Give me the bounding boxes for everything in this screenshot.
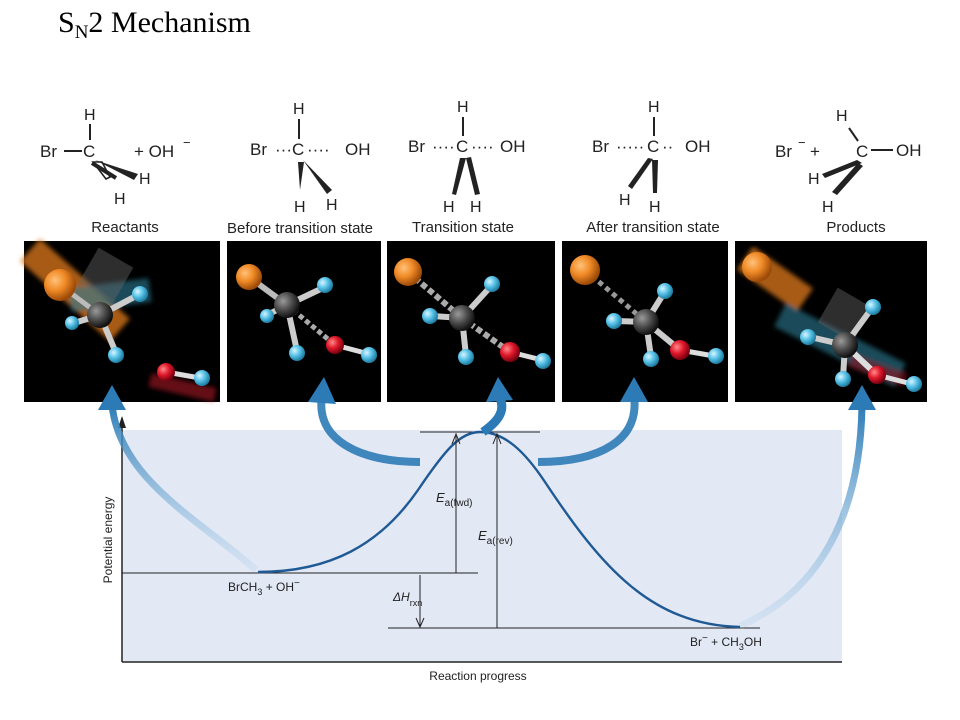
structure-before-ts: Br ··· C H ···· OH H H xyxy=(250,101,371,216)
y-axis-label: Potential energy xyxy=(101,497,115,584)
svg-text:OH: OH xyxy=(500,137,526,156)
link-arrows xyxy=(98,377,876,630)
svg-text:H: H xyxy=(808,171,820,188)
ea-fwd-label: Ea(fwd) xyxy=(436,490,472,509)
ea-rev-label: Ea(rev) xyxy=(478,528,513,547)
svg-text:C: C xyxy=(856,142,868,161)
svg-text:H: H xyxy=(470,199,482,216)
arrow-reactants xyxy=(108,404,259,573)
svg-text:−: − xyxy=(183,135,191,150)
svg-text:····: ···· xyxy=(307,140,330,159)
svg-text:Br: Br xyxy=(40,142,57,161)
structure-transition-state: Br ···· C H ···· OH H H xyxy=(408,99,526,216)
reactants-energy-label: BrCH3 + OH− xyxy=(228,578,300,597)
structure-reactants: Br C H H H + OH − xyxy=(40,107,191,208)
svg-text:Br: Br xyxy=(592,137,609,156)
svg-text:H: H xyxy=(822,199,834,216)
svg-text:C: C xyxy=(83,142,95,161)
arrow-products xyxy=(738,404,866,630)
svg-text:····: ···· xyxy=(471,137,494,156)
svg-text:OH: OH xyxy=(345,140,371,159)
x-axis-label: Reaction progress xyxy=(429,669,526,683)
svg-text:Br: Br xyxy=(250,140,267,159)
svg-text:C: C xyxy=(292,140,304,159)
svg-text:H: H xyxy=(84,107,96,124)
model-panel-before-ts xyxy=(227,241,381,402)
svg-text:H: H xyxy=(648,99,660,116)
model-panel-products xyxy=(735,241,927,402)
svg-text:H: H xyxy=(836,108,848,125)
products-energy-label: Br− + CH3OH xyxy=(690,633,762,652)
slide-title: SN2 Mechanism xyxy=(58,6,251,43)
model-panel-after-ts xyxy=(562,241,728,402)
stage-label-before-ts: Before transition state xyxy=(227,220,373,237)
svg-text:+: + xyxy=(810,142,820,161)
svg-text:Br: Br xyxy=(408,137,425,156)
svg-text:H: H xyxy=(457,99,469,116)
svg-text:Br: Br xyxy=(775,142,792,161)
diagram-panel xyxy=(122,430,842,662)
svg-text:H: H xyxy=(649,199,661,216)
stage-label-reactants: Reactants xyxy=(91,219,159,236)
stage-label-ts: Transition state xyxy=(412,219,514,236)
arrow-ts xyxy=(480,396,507,436)
svg-text:···: ··· xyxy=(275,140,292,159)
structure-after-ts: Br ····· C H ·· OH H H xyxy=(592,99,711,216)
svg-text:H: H xyxy=(443,199,455,216)
stage-label-products: Products xyxy=(826,219,885,236)
svg-text:····: ···· xyxy=(432,137,455,156)
svg-text:·····: ····· xyxy=(616,137,644,156)
dh-rxn-label: ΔHrxn xyxy=(392,590,422,608)
stage-label-after-ts: After transition state xyxy=(586,219,719,236)
svg-text:C: C xyxy=(647,137,659,156)
svg-text:C: C xyxy=(456,137,468,156)
svg-text:H: H xyxy=(139,171,151,188)
svg-text:+ OH: + OH xyxy=(134,142,174,161)
energy-diagram: Potential energy Reaction progress Ea(fw… xyxy=(101,416,842,683)
model-panel-reactants xyxy=(20,238,220,402)
svg-text:H: H xyxy=(114,191,126,208)
arrow-before-ts xyxy=(317,395,421,466)
svg-text:H: H xyxy=(294,199,306,216)
svg-text:OH: OH xyxy=(685,137,711,156)
svg-text:H: H xyxy=(619,192,631,209)
svg-text:··: ·· xyxy=(662,137,673,156)
model-panel-ts xyxy=(387,241,555,402)
structure-products: Br − + C H OH H H xyxy=(775,108,922,216)
arrow-after-ts xyxy=(537,395,639,466)
svg-text:OH: OH xyxy=(896,141,922,160)
svg-text:H: H xyxy=(293,101,305,118)
svg-text:H: H xyxy=(326,197,338,214)
svg-text:−: − xyxy=(798,135,806,150)
